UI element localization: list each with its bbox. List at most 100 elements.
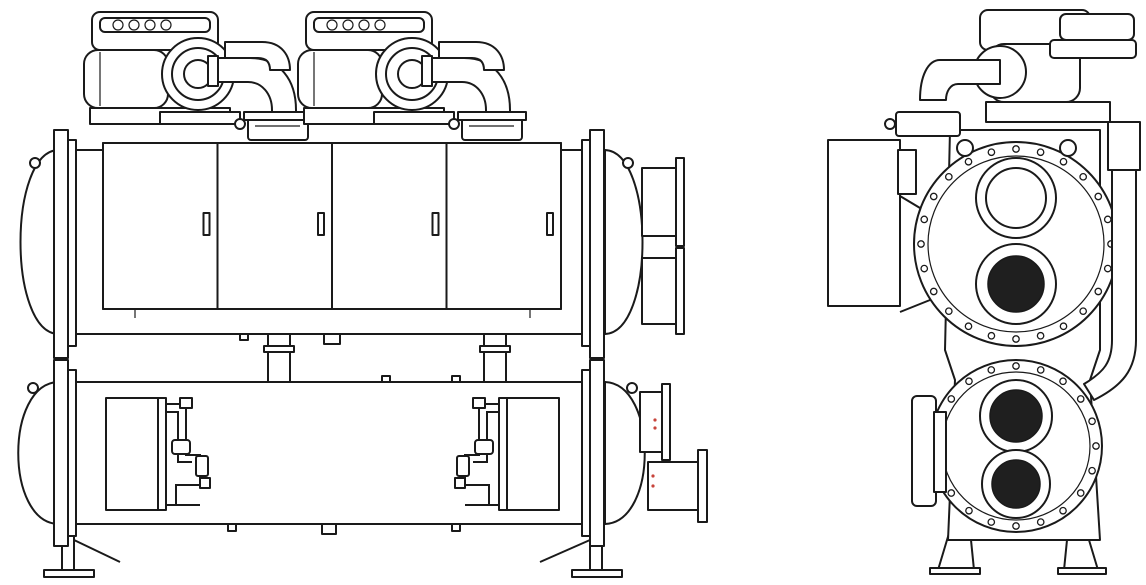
junction-box	[105, 397, 161, 511]
flange-bolt	[987, 518, 996, 526]
flange-bolt	[1059, 322, 1068, 331]
interconnect-pipes	[239, 333, 511, 385]
lower-shell-left-head	[17, 381, 59, 525]
marker-dot	[651, 484, 655, 488]
side-valve-knob	[884, 118, 896, 130]
flange-bolt	[1094, 287, 1103, 296]
upper-left-tube-sheet	[53, 129, 69, 359]
door-handle	[546, 212, 554, 236]
side-compressor	[884, 9, 1137, 157]
support-foot	[571, 569, 623, 578]
compressor-base-plate	[159, 111, 241, 125]
expansion-valve	[456, 455, 470, 477]
upper-nozzle-pipe	[641, 167, 679, 237]
junction-box	[504, 397, 560, 511]
flange-bolt	[929, 192, 938, 201]
flange-bolt	[1094, 192, 1103, 201]
lower-right-tube-sheet	[589, 359, 605, 547]
suction-pipe	[224, 41, 291, 71]
flange-bolt	[964, 322, 973, 331]
support-brace	[73, 539, 121, 563]
lifting-eye	[27, 382, 39, 394]
valve-cap	[472, 397, 486, 409]
vent-slot	[144, 19, 156, 31]
interconnect-pipe	[267, 333, 291, 385]
upper-left-tube-sheet-inner	[67, 139, 77, 347]
side-pipe-valve	[1107, 121, 1141, 171]
pipe-flange	[207, 55, 219, 87]
cabinet-doors	[102, 142, 562, 310]
strainer	[474, 439, 494, 455]
interconnect-pipe	[483, 333, 507, 385]
lower-nozzle-flange	[661, 383, 671, 461]
upper-port-tube-bundle	[987, 255, 1045, 313]
flange-bolt	[917, 240, 925, 248]
upper-nozzle-flange	[675, 157, 685, 247]
flange-bolt	[1088, 466, 1096, 475]
side-valve-flange	[895, 111, 961, 137]
flange-bolt	[987, 366, 996, 374]
front-view	[17, 11, 708, 578]
flange-bolt	[920, 215, 929, 224]
flange-bolt	[1076, 395, 1085, 403]
flange-bolt	[920, 264, 929, 273]
compressor	[83, 11, 313, 141]
support-brace	[539, 539, 591, 563]
lower-port-lower-tube-bundle	[991, 459, 1041, 509]
refrigerant-line	[473, 411, 499, 463]
upper-port-open-inner	[985, 167, 1047, 229]
cabinet-door	[445, 142, 562, 310]
flange-bolt	[1036, 331, 1045, 340]
side-panel-bracket	[897, 149, 917, 195]
lower-nozzle-flange	[697, 449, 708, 523]
upper-nozzle-flange	[675, 247, 685, 335]
marker-dot	[651, 474, 655, 478]
lifting-eye	[956, 139, 974, 157]
valve-assembly-left	[105, 397, 211, 511]
lower-shell-right-head	[604, 381, 646, 525]
lower-left-tube-sheet	[53, 359, 69, 547]
pipe-outlet-flange	[247, 117, 309, 141]
upper-bolts	[917, 145, 1115, 343]
vent-slot	[160, 19, 172, 31]
flange-bolt	[1012, 145, 1020, 153]
drain-plug	[321, 523, 337, 535]
side-discharge-pipe	[1049, 39, 1137, 59]
flange-bolt	[1079, 307, 1088, 316]
lifting-eye	[622, 157, 634, 169]
flange-bolt	[1059, 506, 1067, 515]
interconnect-pipe-collar	[263, 345, 295, 353]
interconnect-pipe-collar	[479, 345, 511, 353]
drain-plug	[227, 523, 237, 532]
valve-cap	[454, 477, 466, 489]
upper-shell-left-head	[19, 149, 59, 335]
flange-bolt	[1076, 489, 1085, 497]
upper-shell-right-head	[604, 149, 644, 335]
flange-bolt	[965, 506, 973, 515]
flange-bolt	[1036, 366, 1045, 374]
flange-bolt	[947, 489, 956, 497]
cabinet-door	[102, 142, 219, 310]
flange-bolt	[1036, 518, 1045, 526]
flange-bolt	[1092, 442, 1100, 450]
lower-nozzle-pipe	[647, 461, 701, 511]
flange-bolt	[947, 395, 956, 403]
side-control-panel	[827, 139, 901, 307]
lower-nozzles	[639, 383, 708, 523]
lower-right-tube-sheet-inner	[581, 369, 591, 537]
oil-tank	[911, 395, 937, 507]
flange-bolt	[987, 148, 996, 157]
flange-bolt	[1012, 335, 1020, 343]
lower-bolts	[932, 362, 1100, 530]
flange-bolt	[944, 307, 953, 316]
lower-nozzle-pipe	[639, 391, 665, 453]
flange-bolt	[1059, 157, 1068, 166]
marker-dot	[653, 426, 657, 430]
upper-head-bolt-circle	[927, 155, 1105, 333]
flange-bolt	[965, 377, 973, 386]
pipe-outlet-collar	[243, 111, 313, 121]
valve-knob	[234, 118, 246, 130]
drain-plug	[239, 333, 249, 341]
junction-box-side	[498, 397, 508, 511]
